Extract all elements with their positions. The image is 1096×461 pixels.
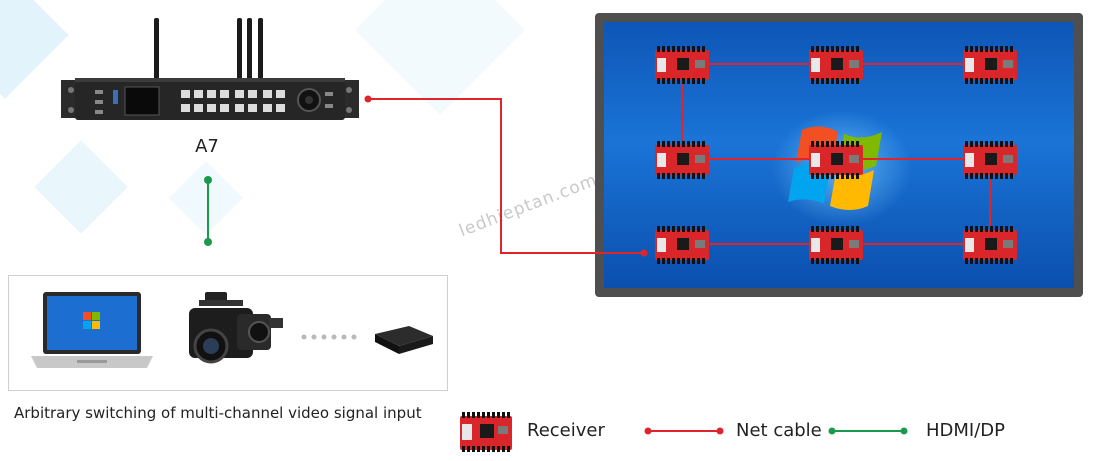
receiver-card <box>963 226 1017 264</box>
watermark-text: ledhieptan.com <box>456 170 601 242</box>
receiver-card <box>809 226 863 264</box>
decor-diamond <box>355 0 525 115</box>
decor-diamond <box>34 140 128 234</box>
legend-hdmi-icon <box>828 427 908 435</box>
receiver-card <box>963 141 1017 179</box>
legend-receiver-icon <box>460 412 512 452</box>
receiver-card <box>963 46 1017 84</box>
legend-receiver-label: Receiver <box>527 420 605 441</box>
caption-text: Arbitrary switching of multi-channel vid… <box>14 404 422 422</box>
hdmi-link <box>204 176 212 246</box>
receiver-network <box>655 46 1017 264</box>
legend-hdmi-label: HDMI/DP <box>926 420 1006 441</box>
antenna-icon <box>154 18 263 82</box>
camcorder-icon <box>189 292 283 364</box>
legend-net-cable-label: Net cable <box>736 420 822 441</box>
screen-display <box>604 22 1074 288</box>
receiver-card <box>809 46 863 84</box>
device-label: A7 <box>195 136 219 157</box>
receiver-card <box>809 141 863 179</box>
controller-device <box>61 18 359 120</box>
receiver-card <box>655 141 709 179</box>
ellipsis-icon <box>301 334 357 340</box>
legend-net-cable-icon <box>644 427 724 435</box>
media-box-icon <box>375 326 433 354</box>
laptop-icon <box>31 292 153 368</box>
source-panel <box>8 275 448 391</box>
led-screen <box>595 13 1083 297</box>
receiver-card <box>655 46 709 84</box>
receiver-card <box>655 226 709 264</box>
